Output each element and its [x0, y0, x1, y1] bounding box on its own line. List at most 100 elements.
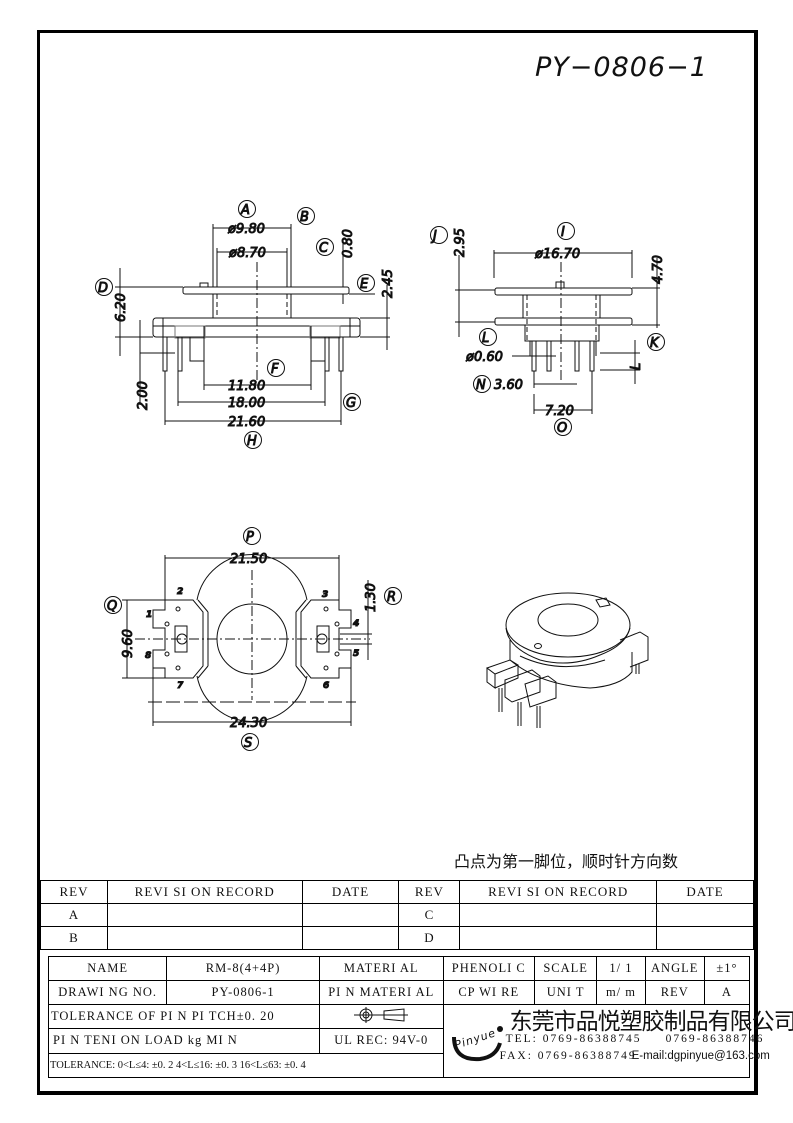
label-O: O: [557, 421, 567, 436]
fax-number: FAX: 0769-86388749: [499, 1050, 637, 1062]
rev-cell: C: [398, 903, 461, 927]
angle-value: ±1°: [703, 956, 751, 981]
label-J: J: [430, 229, 437, 244]
dim-pin-length: 2.00: [136, 381, 151, 410]
dim-H: 21.60: [228, 415, 265, 430]
bottom-flange: [494, 317, 633, 326]
record-cell: [106, 903, 303, 927]
pin-tension-load: PI N TENI ON LOAD kg MI N: [48, 1028, 320, 1054]
dim-S: 24.30: [230, 716, 267, 731]
isometric-view: [485, 592, 649, 728]
table-row: A C: [40, 903, 754, 927]
dim-J: 2.95: [453, 228, 468, 257]
telephone-1: TEL: 0769-86388745: [505, 1033, 642, 1045]
date-cell: [656, 903, 754, 927]
outer-flange-bottom: [196, 675, 308, 722]
dim-E: 2.45: [381, 269, 396, 298]
dim-O: 7.20: [545, 404, 574, 419]
outer-flange-top: [196, 554, 308, 601]
pinyue-logo-icon: Pinyue: [451, 1026, 503, 1062]
dim-D: 6.20: [114, 293, 129, 322]
pin-number-2: 2: [177, 587, 183, 597]
material-label: MATERI AL: [318, 956, 444, 981]
pin-number-4: 4: [352, 619, 359, 629]
first-angle-projection-icon: [354, 1006, 409, 1023]
ul-rating: UL REC: 94V-0: [318, 1028, 444, 1054]
header-revision-record: REVI SI ON RECORD: [106, 880, 303, 904]
pin: [177, 336, 183, 372]
name-label: NAME: [47, 956, 168, 981]
telephone-2: 0769-86388746: [665, 1033, 765, 1045]
label-S: S: [244, 736, 252, 751]
header-rev: REV: [398, 880, 461, 904]
pin-number-6: 6: [323, 681, 329, 691]
scale-value: 1/ 1: [596, 956, 646, 981]
dim-Q: 9.60: [121, 629, 136, 658]
dim-pin-diameter: ø0.60: [465, 350, 503, 365]
unit-label: UNI T: [533, 980, 598, 1005]
date-cell: [301, 926, 400, 950]
name-value: RM-8(4+4P): [166, 956, 320, 981]
label-H: H: [247, 434, 257, 449]
drawing-frame: [37, 30, 758, 1095]
revision-table: REV REVI SI ON RECORD DATE REV REVI SI O…: [40, 880, 754, 950]
pin-number-7: 7: [177, 681, 184, 691]
header-date: DATE: [301, 880, 400, 904]
label-K: K: [650, 336, 660, 351]
dim-G: 18.00: [228, 396, 265, 411]
date-cell: [301, 903, 400, 927]
rev-cell: A: [40, 903, 108, 927]
pin: [574, 340, 580, 372]
label-D: D: [98, 281, 108, 296]
pin-material-value: CP WI RE: [442, 980, 535, 1005]
logo-text: Pinyue: [452, 1026, 497, 1052]
drawing-no-value: PY-0806-1: [166, 980, 320, 1005]
rev-cell: D: [398, 926, 461, 950]
label-I: I: [561, 225, 565, 240]
dim-C: 0.80: [341, 229, 356, 258]
pin-orientation-note: 凸点为第一脚位，顺时针方向数: [454, 852, 679, 871]
company-name: 东莞市品悦塑胶制品有限公司: [509, 1009, 793, 1035]
top-flange: [182, 286, 350, 295]
company-info: Pinyue 东莞市品悦塑胶制品有限公司 TEL: 0769-86388745 …: [442, 1004, 793, 1078]
record-cell: [459, 926, 658, 950]
label-R: R: [387, 590, 396, 605]
pin-number-1: 1: [146, 610, 152, 620]
record-cell: [459, 903, 658, 927]
pin: [324, 336, 330, 372]
first-pin-bump: [199, 282, 209, 288]
bottom-view: [104, 527, 402, 751]
drawing-number-title: PY−0806−1: [535, 52, 708, 83]
general-tolerance: TOLERANCE: 0<L≤4: ±0. 2 4<L≤16: ±0. 3 16…: [48, 1052, 444, 1079]
dim-P: 21.50: [230, 552, 267, 567]
pin: [589, 340, 595, 372]
label-F: F: [271, 362, 279, 377]
label-C: C: [319, 241, 329, 256]
rev-value: A: [703, 980, 751, 1005]
iso-core-hole: [537, 603, 599, 637]
pin-number-3: 3: [322, 590, 328, 600]
drawing-no-label: DRAWI NG NO.: [47, 980, 168, 1005]
title-block: NAME RM-8(4+4P) MATERI AL PHENOLI C SCAL…: [47, 956, 793, 1079]
dim-L-variable: L: [629, 363, 644, 370]
label-N: N: [476, 378, 486, 393]
iso-top-flange: [505, 592, 631, 658]
pin-number-5: 5: [353, 649, 359, 659]
pin-pitch-tolerance: TOLERANCE OF PI N PI TCH±0. 20: [48, 1003, 320, 1030]
revision-header-row: REV REVI SI ON RECORD DATE REV REVI SI O…: [40, 880, 754, 904]
side-view: [430, 222, 665, 436]
pin: [162, 336, 168, 372]
record-cell: [106, 926, 303, 950]
dim-I: ø16.70: [534, 247, 580, 262]
pin-material-label: PI N MATERI AL: [318, 980, 444, 1005]
projection-symbol: [318, 1003, 444, 1030]
pin-number-8: 8: [145, 651, 151, 661]
label-L: L: [482, 331, 489, 346]
dim-F: 11.80: [228, 379, 265, 394]
header-revision-record: REVI SI ON RECORD: [459, 880, 658, 904]
label-B: B: [300, 210, 309, 225]
label-E: E: [360, 277, 369, 292]
dim-N: 3.60: [494, 378, 523, 393]
dim-K: 4.70: [651, 255, 666, 284]
